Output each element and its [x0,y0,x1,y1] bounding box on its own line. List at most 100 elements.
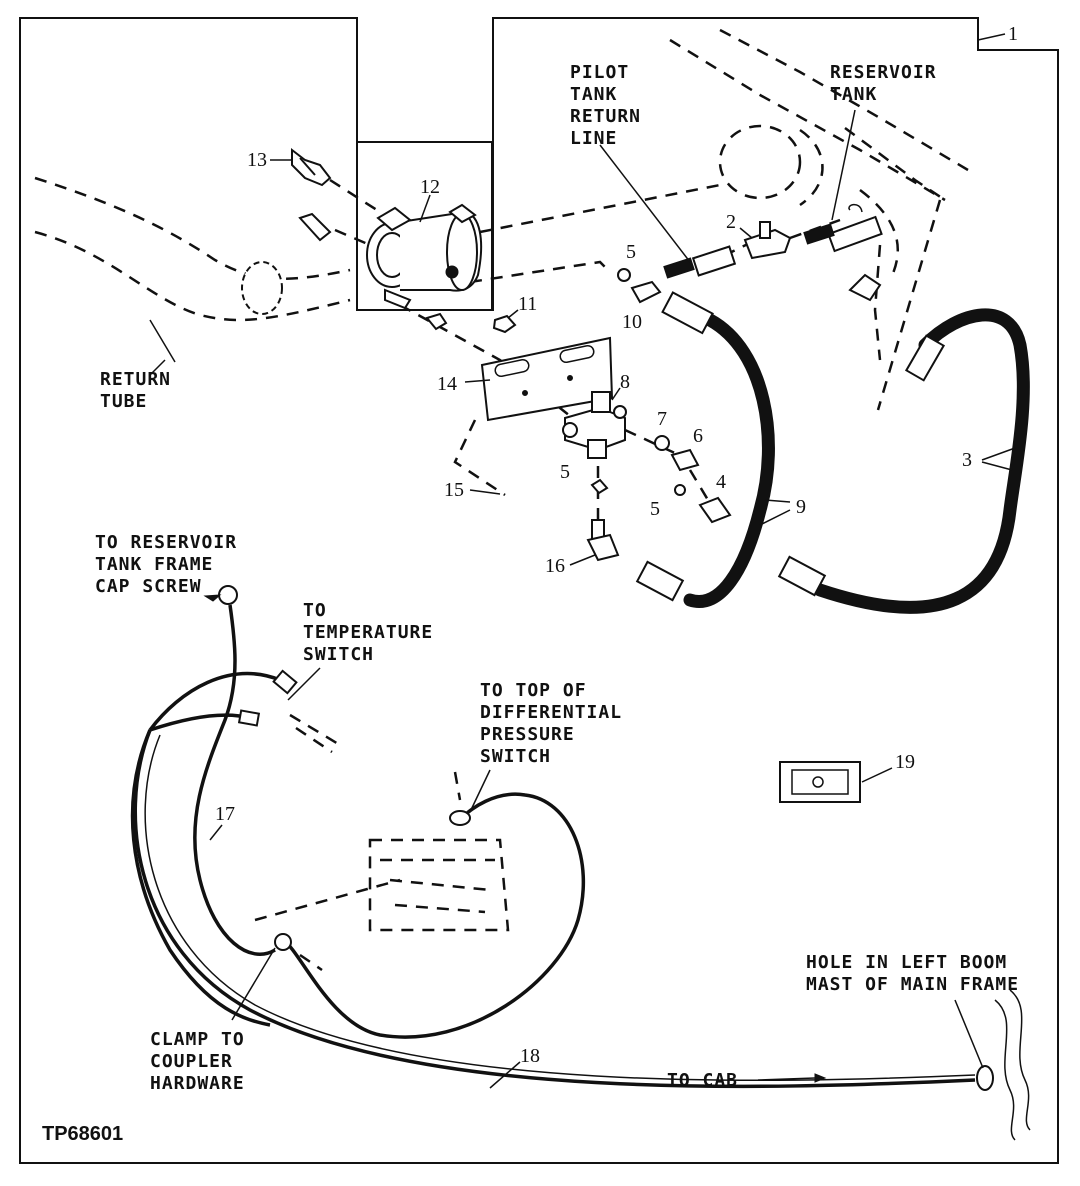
callout-6: 6 [693,425,703,447]
part-17-harness [130,585,586,1039]
callout-5-top: 5 [626,241,636,263]
label-to-temperature-switch: TO TEMPERATURE SWITCH [303,600,445,665]
leader-c19 [861,767,893,783]
to-cab-arrowhead [814,1073,827,1083]
leader-13 [329,178,381,214]
part-14-mounting-plate [480,336,614,422]
label-pilot-tank-return-line: PILOT TANK RETURN LINE [570,62,653,149]
part-18-cable-inner [144,734,976,1082]
nut-left [425,312,448,331]
callout-13: 13 [247,149,267,171]
callout-3: 3 [962,449,972,471]
leader-c12 [419,194,431,223]
callout-5-mid: 5 [560,461,570,483]
leader-c9a [764,499,791,503]
inset-box [356,141,493,311]
label-reservoir-tank: RESERVOIR TANK [830,62,948,105]
reservoir-tank [669,28,969,411]
callout-8: 8 [620,371,630,393]
leader-c16 [569,554,596,566]
hose-9-right-bottom-end [777,555,827,597]
leader-temp [287,667,321,701]
hose-9-left [683,313,775,608]
frame-callout-leader [977,33,1006,41]
label-hole-in-left-boom-mast: HOLE IN LEFT BOOM MAST OF MAIN FRAME [806,952,1019,995]
callout-2: 2 [726,211,736,233]
bolt [298,212,332,242]
figure-code: TP68601 [42,1123,123,1145]
callout-5-right: 5 [650,498,660,520]
label-to-top-of-differential-pressure-switch: TO TOP OF DIFFERENTIAL PRESSURE SWITCH [480,680,634,767]
callout-7: 7 [657,408,667,430]
leader-c9b [759,509,791,526]
leader-c18 [489,1061,521,1089]
leader-c8 [611,387,621,401]
part-5-oring-mid [590,478,609,495]
leader-12-tank [479,183,721,234]
callout-19: 19 [895,751,915,773]
label-to-cab: TO CAB [667,1070,738,1091]
part-11-nut [492,314,517,334]
hose-9-left-top-end [661,291,714,335]
label-return-tube: RETURN TUBE [100,369,183,412]
part-10-fitting [630,280,662,304]
part-8-pressure-switch [562,391,627,459]
part-6-screw [670,448,700,472]
leader-reservoir [831,109,856,221]
leader-diff [469,769,491,813]
callout-11: 11 [518,293,537,315]
callout-15: 15 [444,479,464,501]
leader-pilot [599,144,691,263]
reservoir-fitting [827,203,883,302]
leader-7-6 [624,428,691,462]
leader-c3b [981,461,1013,471]
cap-screw-arrow [203,594,222,602]
leader-12-plate [469,260,611,284]
callout-16: 16 [545,555,565,577]
pilot-line-fittings [663,223,835,279]
callout-10: 10 [622,311,642,333]
part-7-washer [654,435,670,451]
label-to-reservoir-tank-frame-cap-screw: TO RESERVOIR TANK FRAME CAP SCREW [95,532,249,597]
callout-18: 18 [520,1045,540,1067]
leader-return [149,359,166,376]
frame-edge-1 [994,999,1016,1141]
callout-14: 14 [437,373,457,395]
leader-c3a [981,447,1016,461]
leader-c15 [469,489,501,495]
to-cab-arrow [757,1077,816,1081]
leader-bolt [334,228,371,247]
hose-9-right-top-end [904,334,946,382]
callout-9: 9 [796,496,806,518]
return-tube [34,176,351,363]
leader-clamp [231,947,276,1021]
temperature-switch-ghost [289,713,341,754]
part-18-cable [133,729,976,1089]
label-clamp-to-coupler-hardware: CLAMP TO COUPLER HARDWARE [150,1029,257,1094]
part-5-oring-top [617,268,631,282]
frame-hole [976,1065,994,1091]
leader-c11 [507,309,519,319]
leader-c2 [739,227,753,239]
leader-15 [453,419,506,497]
frame-edge-2 [1009,989,1031,1131]
part-13-sensor [291,147,332,187]
leader-c14 [464,379,491,383]
differential-switch-ghost [254,771,510,972]
part-12-filter-housing [366,203,483,310]
part-2-tee [743,221,792,260]
part-19-decal [779,761,861,803]
callout-4: 4 [716,471,726,493]
hose-9-left-bottom-end [635,560,685,602]
outer-frame [19,17,1059,1164]
leader-hole [954,999,984,1069]
leader-c17 [209,824,223,841]
part-16-elbow [586,519,620,562]
part-5-oring-right [674,484,686,496]
callout-1: 1 [1008,23,1018,45]
part-4-fitting [698,496,732,524]
callout-12: 12 [420,176,440,198]
hose-9-right [813,308,1030,614]
callout-17: 17 [215,803,235,825]
